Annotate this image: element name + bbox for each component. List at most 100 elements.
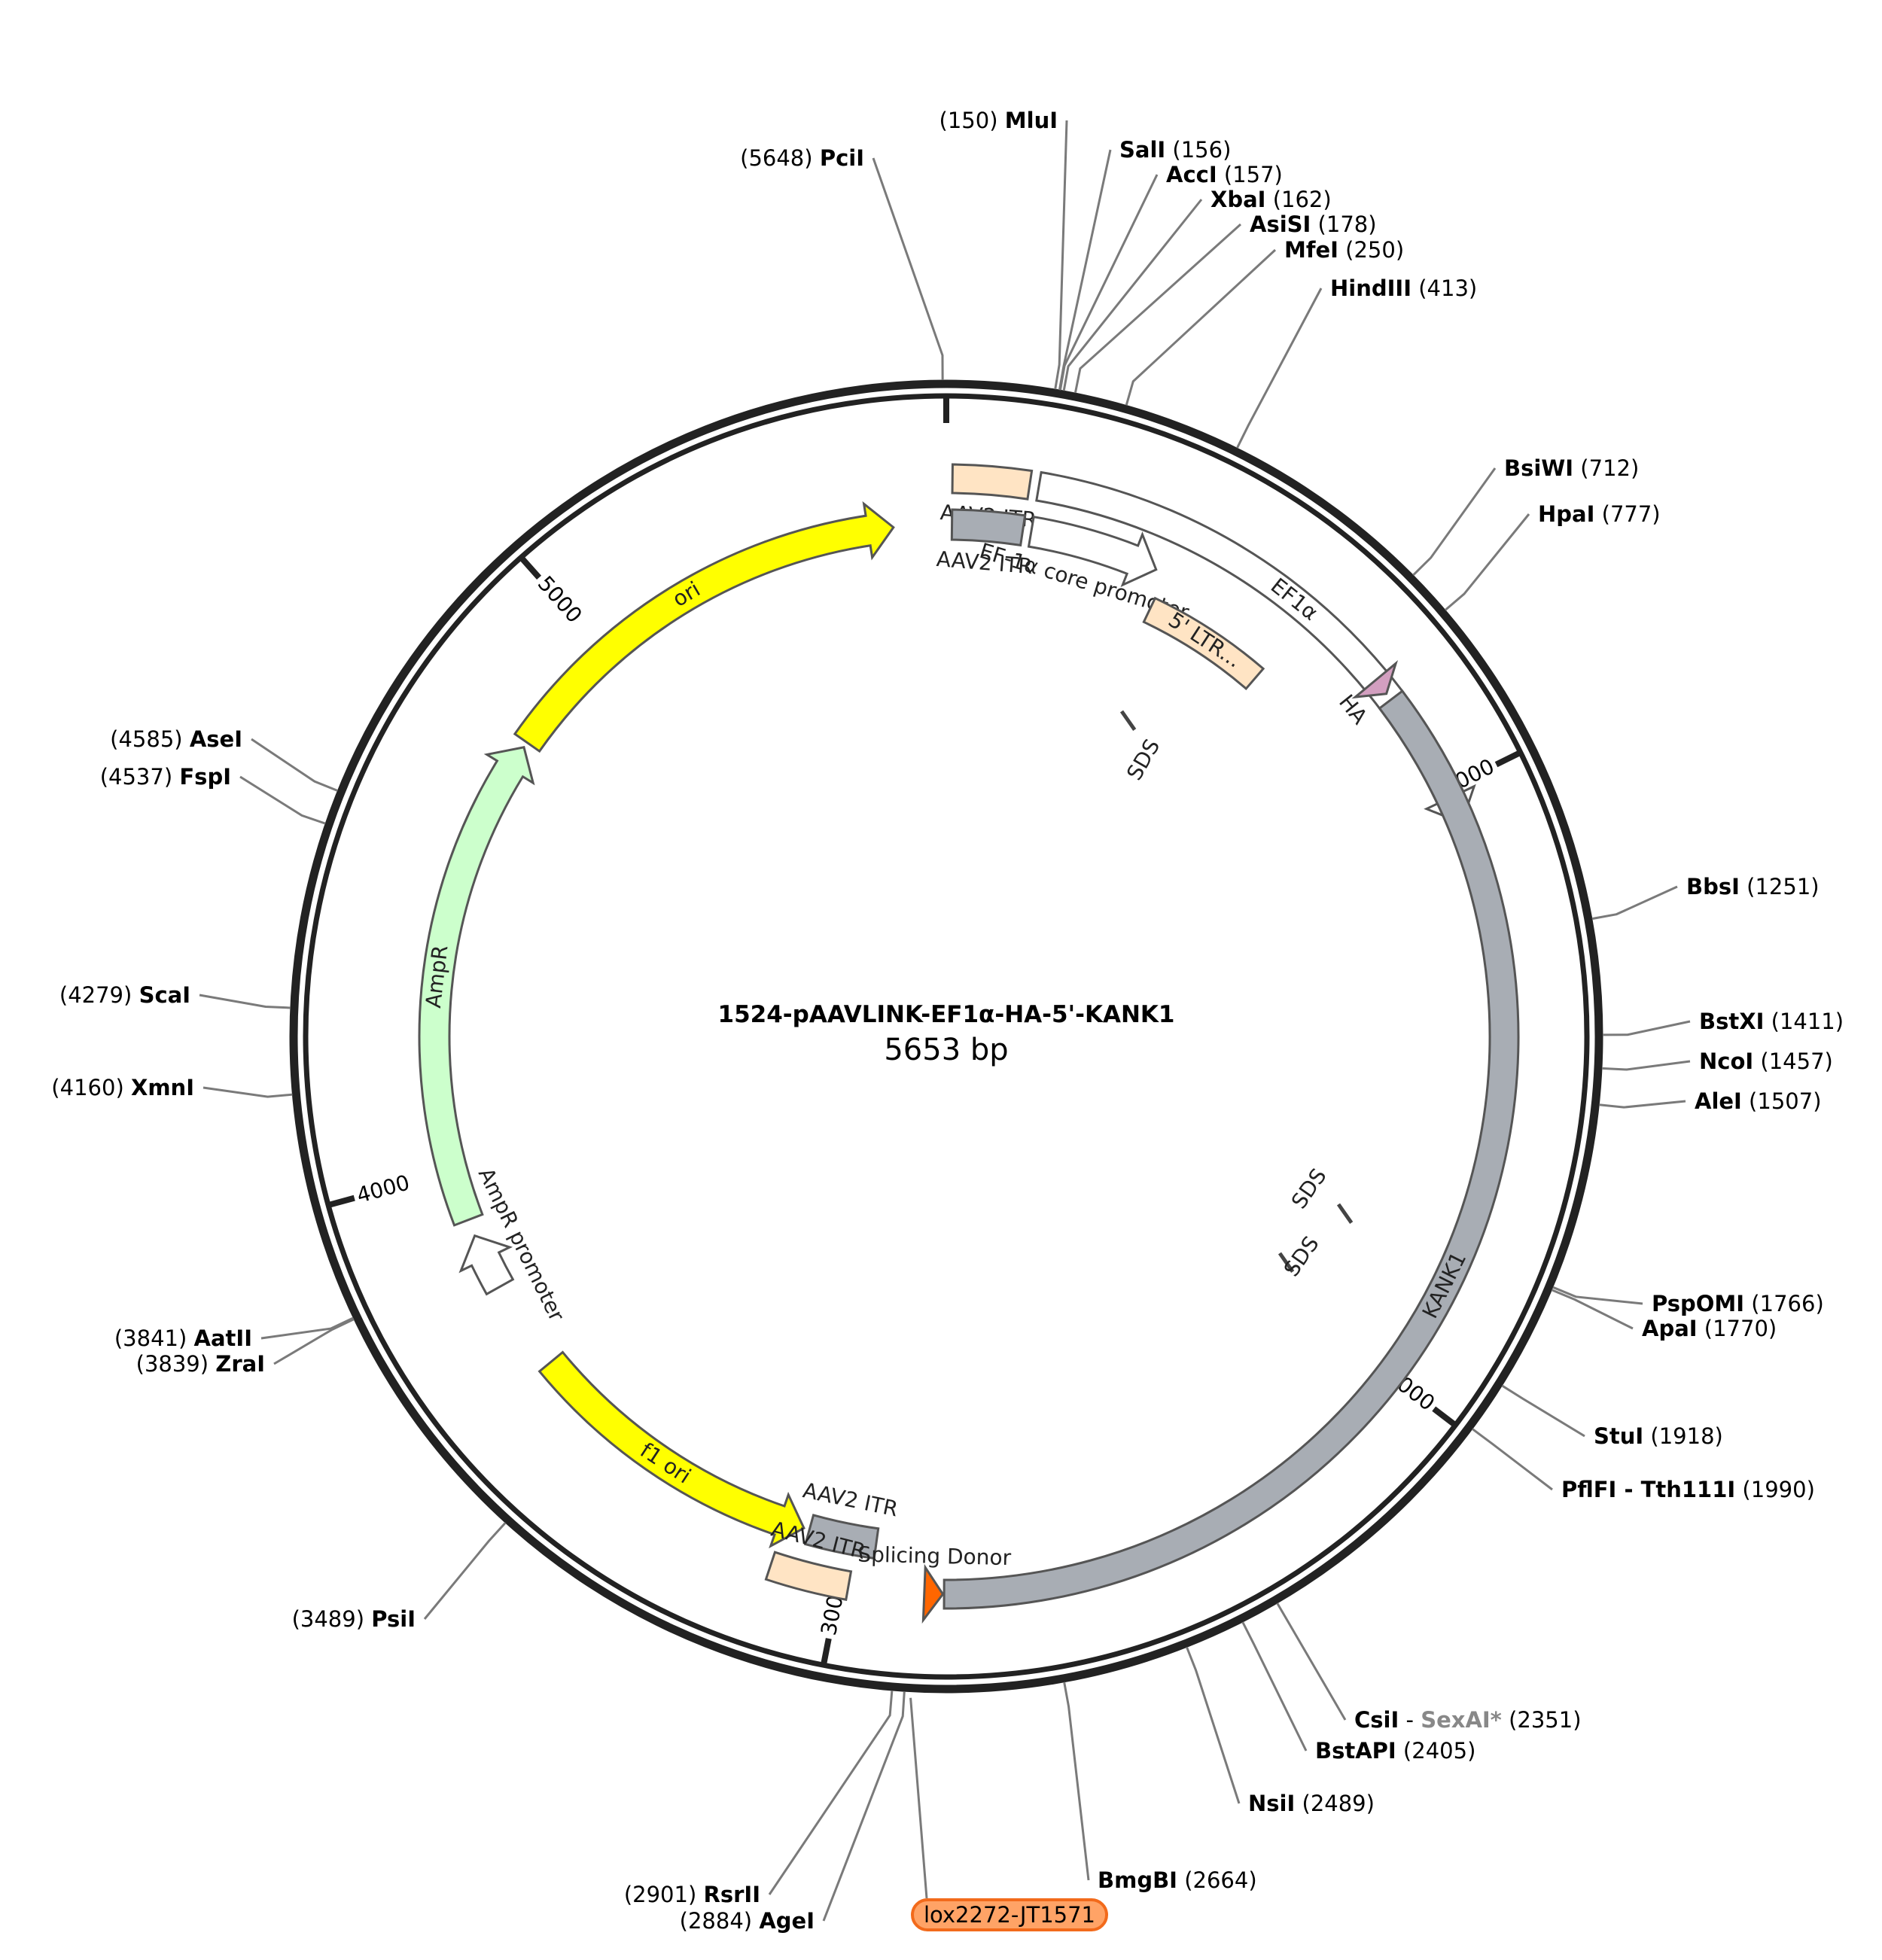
site-label: (2901) RsrII — [624, 1882, 760, 1907]
site-name: MluI — [1005, 108, 1058, 133]
site-alei[interactable]: AleI (1507) — [1599, 1088, 1822, 1114]
site-label: AsiSI (178) — [1250, 212, 1377, 237]
site-leader-line — [251, 738, 338, 792]
site-apai[interactable]: ApaI (1770) — [1551, 1289, 1777, 1341]
site-bstxi[interactable]: BstXI (1411) — [1602, 1009, 1844, 1036]
site-nsii[interactable]: NsiI (2489) — [1186, 1646, 1375, 1816]
site-acci[interactable]: AccI (157) — [1058, 162, 1283, 391]
feature-kank1-arc — [943, 689, 1520, 1610]
site-open-paren: ( — [1742, 1088, 1758, 1114]
tick-mark — [821, 1638, 832, 1664]
site-xmni[interactable]: (4160) XmnI — [51, 1075, 293, 1100]
site-aatii[interactable]: (3841) AatII — [114, 1316, 354, 1351]
site-csii[interactable]: CsiI - SexAI* (2351) — [1276, 1602, 1582, 1733]
site-close-paren: ) — [1813, 1088, 1821, 1114]
feature-ampr-promoter[interactable]: AmpR promoter — [458, 1164, 570, 1325]
feature-five-ltr[interactable]: 5' LTR... — [1142, 596, 1265, 691]
site-label: AleI (1507) — [1695, 1088, 1822, 1114]
site-pflfi-tth111i[interactable]: PflFI - Tth111I (1990) — [1471, 1428, 1815, 1502]
primer-lox2272[interactable]: lox2272-JT1571 — [909, 1697, 1108, 1931]
site-position: 2901 — [632, 1882, 688, 1907]
feature-splicing-donor-label: Splicing Donor — [857, 1542, 1012, 1571]
site-leader-line — [1412, 467, 1497, 577]
feature-ori[interactable]: ori — [513, 501, 895, 753]
site-label: ApaI (1770) — [1642, 1316, 1777, 1341]
site-close-paren: ) — [1368, 212, 1376, 237]
site-label: PflFI - Tth111I (1990) — [1561, 1477, 1815, 1502]
site-bstapi[interactable]: BstAPI (2405) — [1241, 1621, 1476, 1764]
site-open-paren: ( — [292, 1606, 300, 1632]
site-agei[interactable]: (2884) AgeI — [680, 1691, 906, 1934]
site-mfei[interactable]: MfeI (250) — [1125, 237, 1404, 406]
site-position: 2489 — [1311, 1791, 1366, 1816]
site-label: PspOMI (1766) — [1652, 1291, 1824, 1316]
restriction-sites: (150) MluI (5648) PciI SalI (156) AccI (157… — [51, 108, 1844, 1934]
site-name: RsrII — [704, 1882, 760, 1907]
site-label: (150) MluI — [939, 108, 1058, 133]
site-close-paren: ) — [1469, 275, 1477, 301]
site-pcii[interactable]: (5648) PciI — [740, 145, 944, 381]
site-position: 156 — [1181, 137, 1223, 163]
site-close-paren: ) — [1652, 501, 1660, 527]
site-open-paren: ( — [51, 1075, 59, 1100]
site-asisi[interactable]: AsiSI (178) — [1073, 212, 1377, 394]
feature-f1-ori[interactable]: f1 ori — [537, 1350, 805, 1549]
site-bmgbi[interactable]: BmgBI (2664) — [1063, 1682, 1257, 1893]
site-open-paren: ( — [1764, 1009, 1780, 1034]
site-close-paren: ) — [356, 1606, 372, 1632]
site-name: ScaI — [139, 982, 190, 1008]
site-bsiwi[interactable]: BsiWI (712) — [1412, 455, 1639, 577]
site-name: PciI — [820, 145, 864, 171]
site-xbai[interactable]: XbaI (162) — [1062, 187, 1332, 391]
site-open-paren: ( — [740, 145, 748, 171]
feature-ef1a[interactable]: EF1α — [1035, 470, 1476, 825]
site-open-paren: ( — [1311, 212, 1326, 237]
site-position: 2884 — [688, 1908, 744, 1934]
site-close-paren: ) — [164, 764, 180, 790]
site-close-paren: ) — [1573, 1707, 1581, 1733]
sds-dash — [1119, 710, 1137, 732]
site-leader-line — [768, 1690, 894, 1895]
site-asei[interactable]: (4585) AseI — [110, 726, 338, 792]
site-leader-line — [1551, 1289, 1634, 1330]
sds-label: SDS — [1287, 1164, 1332, 1213]
tick-mark — [520, 557, 542, 580]
site-label: BstAPI (2405) — [1315, 1738, 1475, 1764]
site-position: 150 — [948, 108, 989, 133]
site-open-paren: ( — [1753, 1048, 1769, 1074]
site-zrai[interactable]: (3839) ZraI — [136, 1318, 355, 1377]
site-label: (3489) PsiI — [292, 1606, 416, 1632]
site-position: 1918 — [1659, 1423, 1715, 1449]
site-name: SalI — [1119, 137, 1165, 163]
site-label: BstXI (1411) — [1699, 1009, 1844, 1034]
site-close-paren: ) — [1715, 1423, 1723, 1449]
site-leader-line — [1599, 1100, 1686, 1109]
site-position: 1766 — [1760, 1291, 1816, 1316]
feature-splicing-donor[interactable]: Splicing Donor — [857, 1542, 1012, 1624]
site-label: NcoI (1457) — [1699, 1048, 1833, 1074]
primer-leader-line — [909, 1697, 928, 1899]
site-leader-line — [1058, 174, 1159, 391]
sds-dash — [1336, 1203, 1354, 1225]
site-leader-line — [239, 775, 326, 825]
feature-ori-arc — [513, 501, 895, 753]
site-stui[interactable]: StuI (1918) — [1501, 1384, 1723, 1449]
site-position: 2405 — [1412, 1738, 1467, 1764]
site-mlui[interactable]: (150) MluI — [939, 108, 1068, 390]
site-psii[interactable]: (3489) PsiI — [292, 1522, 507, 1632]
site-fspi[interactable]: (4537) FspI — [100, 764, 326, 825]
site-name: StuI — [1594, 1423, 1643, 1449]
site-hindiii[interactable]: HindIII (413) — [1236, 275, 1477, 449]
site-close-paren: ) — [744, 1908, 760, 1934]
site-pspomi[interactable]: PspOMI (1766) — [1552, 1286, 1824, 1316]
site-rsrii[interactable]: (2901) RsrII — [624, 1690, 894, 1907]
site-scai[interactable]: (4279) ScaI — [59, 982, 291, 1009]
site-ncoi[interactable]: NcoI (1457) — [1601, 1048, 1833, 1074]
site-hpai[interactable]: HpaI (777) — [1444, 501, 1661, 611]
site-label: (3841) AatII — [114, 1325, 252, 1351]
feature-ampr[interactable]: AmpR — [418, 746, 535, 1227]
site-close-paren: ) — [1815, 1291, 1823, 1316]
site-bbsi[interactable]: BbsI (1251) — [1591, 874, 1820, 921]
